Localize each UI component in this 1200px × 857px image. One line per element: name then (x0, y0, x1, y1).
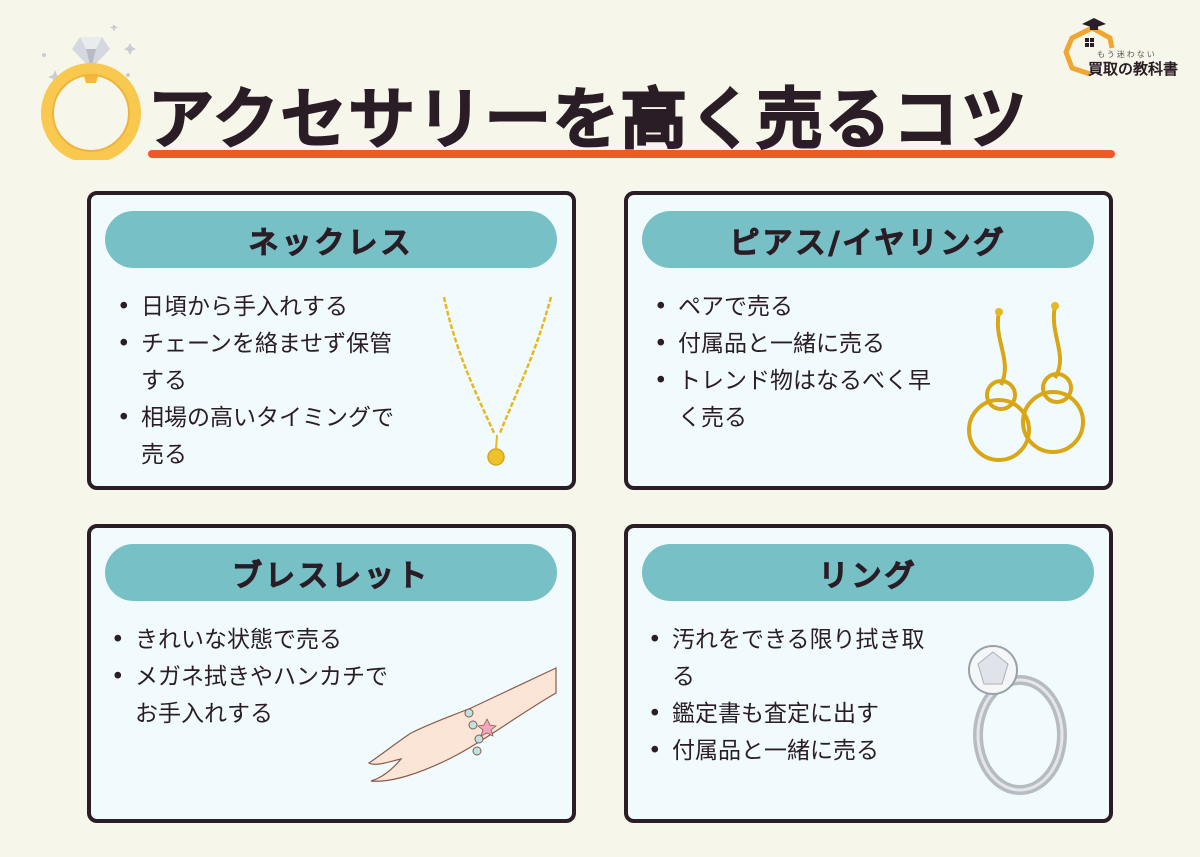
page-title: アクセサリーを高く売るコツ (147, 80, 1029, 159)
tips-list: 日頃から手入れする チェーンを絡ませず保​管する 相場の高いタイミング​で売る (115, 289, 405, 474)
diamond-ring-illustration (968, 645, 1067, 795)
list-item: 日頃から手入れする (115, 289, 405, 326)
card-title: ネックレス (105, 211, 557, 268)
tips-list: ペアで売る 付属品と一緒に売る トレンド物はなるべく​早く売る (652, 289, 952, 437)
card-bracelet: ブレスレット きれいな状態で売る メガネ拭きやハンカチ​でお手入れする (87, 524, 576, 823)
tips-list: 汚れをできる限り拭き​取る 鑑定書も査定に出す 付属品と一緒に売る (646, 622, 946, 770)
diamond-ring-icon (41, 25, 141, 160)
list-item: きれいな状態で売る (109, 622, 409, 659)
tips-list: きれいな状態で売る メガネ拭きやハンカチ​でお手入れする (109, 622, 409, 733)
list-item: メガネ拭きやハンカチ​でお手入れする (109, 659, 409, 733)
brand-logo (1063, 18, 1115, 77)
earrings-illustration (967, 302, 1085, 462)
list-item: ペアで売る (652, 289, 952, 326)
list-item: 汚れをできる限り拭き​取る (646, 622, 946, 696)
title-underline (148, 150, 1115, 158)
necklace-illustration (442, 296, 553, 466)
list-item: 付属品と一緒に売る (646, 733, 946, 770)
card-ring: リング 汚れをできる限り拭き​取る 鑑定書も査定に出す 付属品と一緒に売る (624, 524, 1113, 823)
list-item: チェーンを絡ませず保​管する (115, 326, 405, 400)
list-item: 付属品と一緒に売る (652, 326, 952, 363)
list-item: 相場の高いタイミング​で売る (115, 400, 405, 474)
card-title: ピアス/イヤリング (642, 211, 1094, 268)
list-item: トレンド物はなるべく​早く売る (652, 363, 952, 437)
brand-tagline: もう迷わない (1097, 50, 1157, 59)
list-item: 鑑定書も査定に出す (646, 696, 946, 733)
brand-name: 買取の教科書 (1088, 60, 1179, 78)
bracelet-hand-illustration (367, 667, 557, 782)
card-earrings: ピアス/イヤリング ペアで売る 付属品と一緒に売る トレンド物はなるべく​早く売… (624, 191, 1113, 490)
card-necklace: ネックレス 日頃から手入れする チェーンを絡ませず保​管する 相場の高いタイミン… (87, 191, 576, 490)
card-title: リング (642, 544, 1094, 601)
card-title: ブレスレット (105, 544, 557, 601)
